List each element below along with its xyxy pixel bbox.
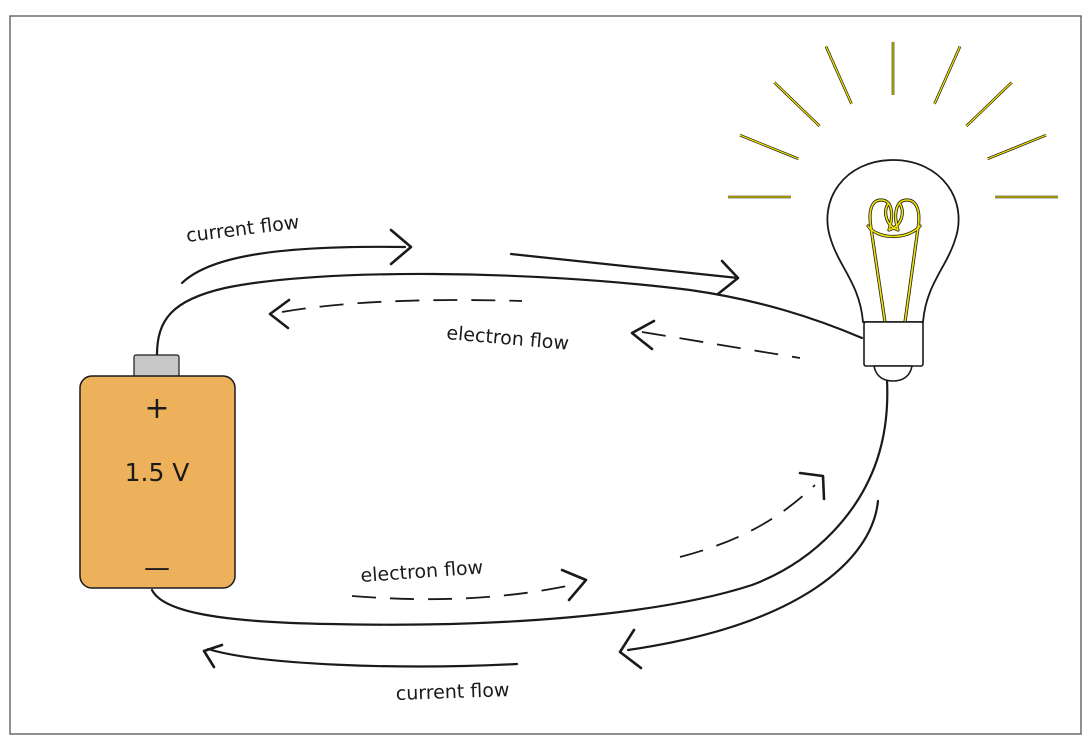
electron-flow-bottom-dash-left bbox=[351, 584, 573, 601]
battery-positive-terminal bbox=[133, 354, 180, 378]
current-flow-top-arrowhead-2 bbox=[716, 259, 740, 296]
current-flow-top-line bbox=[509, 252, 740, 280]
current-flow-bottom-curve-right bbox=[626, 499, 880, 652]
light-ray-glow bbox=[825, 46, 853, 105]
current-flow-bottom-label: current flow bbox=[395, 679, 509, 705]
light-rays bbox=[728, 42, 1058, 199]
light-ray-glow bbox=[773, 81, 821, 127]
electron-flow-bottom-arrowhead-right bbox=[798, 471, 826, 501]
bulb-contact bbox=[873, 365, 913, 382]
electron-flow-bottom-dash-right bbox=[679, 484, 816, 558]
battery: + 1.5 V — bbox=[79, 354, 236, 589]
light-ray bbox=[965, 81, 1013, 128]
light-ray-glow bbox=[933, 46, 961, 105]
current-flow-bottom-arrowhead-right bbox=[618, 628, 643, 670]
battery-voltage-label: 1.5 V bbox=[125, 458, 190, 487]
battery-negative-sign: — bbox=[144, 553, 170, 583]
bulb-base bbox=[863, 321, 924, 367]
light-ray bbox=[739, 133, 799, 161]
bottom-wire bbox=[150, 378, 889, 626]
bulb-glass bbox=[826, 159, 960, 323]
battery-body bbox=[79, 375, 236, 589]
battery-positive-sign: + bbox=[144, 391, 169, 426]
current-flow-bottom-arrowhead-left bbox=[202, 643, 224, 669]
light-ray bbox=[773, 81, 821, 128]
top-wire bbox=[155, 272, 864, 357]
light-ray bbox=[933, 45, 962, 105]
light-ray bbox=[987, 133, 1047, 161]
current-flow-bottom-curve-left bbox=[206, 647, 519, 668]
current-flow-top-curve bbox=[180, 245, 407, 285]
electron-flow-bottom-arrowhead-left bbox=[560, 568, 588, 602]
electron-flow-top-arrowhead-left bbox=[268, 298, 291, 330]
light-ray bbox=[824, 45, 853, 105]
electron-flow-top-dash-left bbox=[281, 299, 523, 313]
light-ray-glow bbox=[987, 134, 1047, 160]
light-bulb bbox=[728, 42, 1058, 382]
electron-flow-top-arrowhead-right bbox=[630, 319, 656, 351]
light-ray-glow bbox=[739, 134, 799, 160]
bulb-filament bbox=[866, 198, 922, 324]
light-ray-glow bbox=[965, 81, 1013, 127]
electron-flow-top-dash-right bbox=[641, 331, 801, 359]
current-flow-top-arrowhead-1 bbox=[389, 228, 413, 266]
